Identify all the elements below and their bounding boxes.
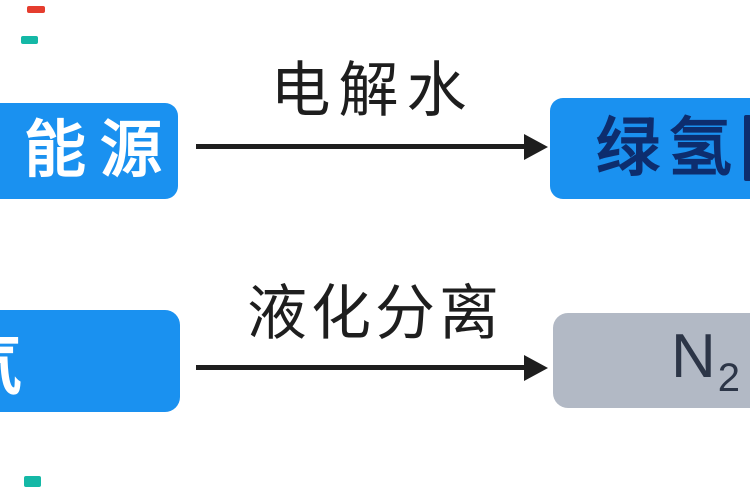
clipped-character-fragment <box>744 115 750 181</box>
teal-fragment-icon-bottom <box>24 476 41 487</box>
arrow-head-icon-row2 <box>524 355 548 381</box>
node-green-hydrogen: 绿氢 <box>550 98 750 199</box>
node-nitrogen: N2 <box>553 313 750 408</box>
arrow-head-icon-row1 <box>524 134 548 160</box>
arrow-line-row1 <box>196 144 526 149</box>
node-air-source-label: 气 <box>0 318 22 412</box>
red-fragment-icon <box>27 6 45 13</box>
teal-fragment-icon <box>21 36 38 44</box>
node-nitrogen-label: N2 <box>553 309 741 412</box>
arrow-line-row2 <box>196 365 526 370</box>
node-green-hydrogen-label: 绿氢 <box>596 112 740 184</box>
process-label-liquefaction: 液化分离 <box>247 280 503 347</box>
node-energy-source: 能源 <box>0 103 178 199</box>
nitrogen-symbol: N <box>671 322 716 391</box>
node-energy-source-label: 能源 <box>23 116 176 185</box>
nitrogen-subscript: 2 <box>717 356 741 400</box>
process-label-electrolysis: 电解水 <box>270 57 475 124</box>
node-air-source: 气 <box>0 310 180 412</box>
